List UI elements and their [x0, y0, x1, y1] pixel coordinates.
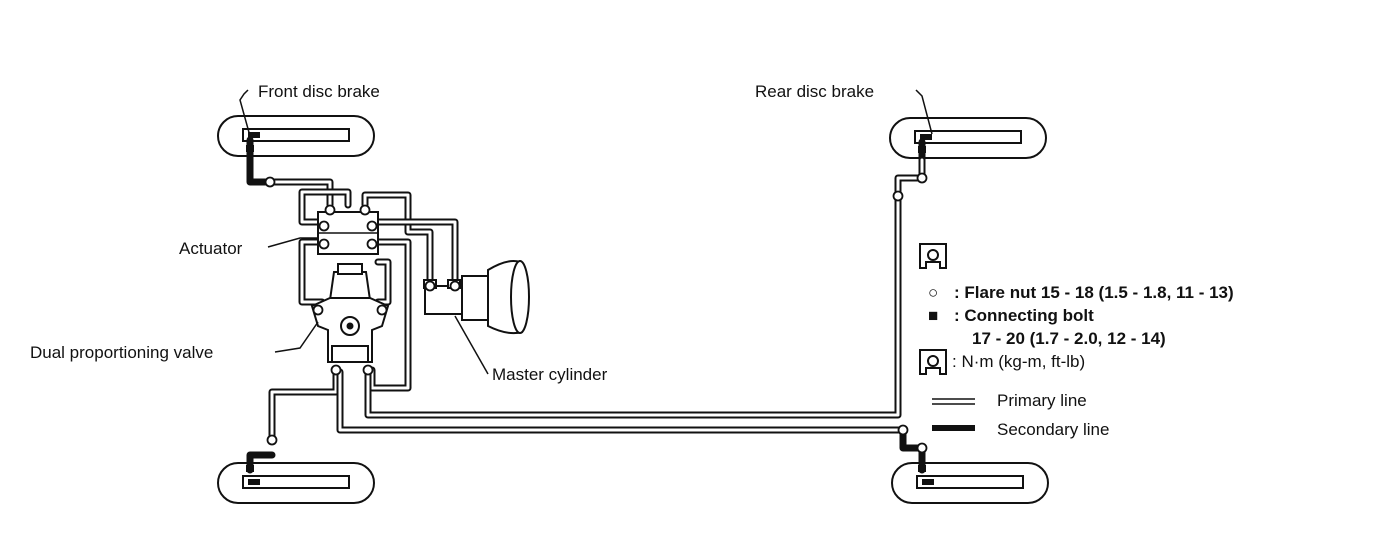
legend-connecting-bolt: : Connecting bolt [954, 306, 1094, 325]
master-cylinder-unit [423, 260, 530, 335]
legend-connecting-bolt-symbol: ■ [928, 306, 938, 325]
legend-units: : N·m (kg-m, ft-lb) [952, 352, 1085, 371]
legend-flare-nut: : Flare nut 15 - 18 (1.5 - 1.8, 11 - 13) [954, 283, 1234, 302]
label-actuator: Actuator [179, 239, 243, 258]
flare-nut [318, 220, 330, 232]
flare-nuts [264, 172, 928, 454]
flare-nut [897, 424, 909, 436]
torque-wrench-icon [919, 349, 947, 375]
flare-nut [362, 364, 374, 376]
label-master-cylinder: Master cylinder [492, 365, 608, 384]
legend-secondary-line: Secondary line [997, 420, 1109, 439]
label-rear-disc-brake: Rear disc brake [755, 82, 874, 101]
legend-connecting-bolt-torque: 17 - 20 (1.7 - 2.0, 12 - 14) [972, 329, 1166, 348]
front-left-wheel [217, 115, 375, 157]
flare-nut [424, 280, 436, 292]
label-dual-proportioning-valve: Dual proportioning valve [30, 343, 213, 362]
connecting-bolt [918, 465, 926, 472]
flare-nut [264, 176, 276, 188]
torque-wrench-icon [919, 243, 947, 269]
rear-right-wheel [891, 462, 1049, 504]
connecting-bolt [246, 465, 254, 472]
connecting-bolts [246, 145, 926, 472]
flare-nut [330, 364, 342, 376]
legend-flare-nut-symbol: ○ [928, 283, 938, 302]
flare-nut [916, 172, 928, 184]
flare-nut [366, 238, 378, 250]
front-right-wheel [889, 117, 1047, 159]
primary-line-swatch [932, 398, 975, 405]
legend-primary-line: Primary line [997, 391, 1087, 410]
connecting-bolt [918, 146, 926, 153]
label-front-disc-brake: Front disc brake [258, 82, 380, 101]
dual-proportioning-valve-unit [310, 263, 390, 363]
flare-nut [366, 220, 378, 232]
flare-nut [318, 238, 330, 250]
flare-nut [449, 280, 461, 292]
flare-nut [312, 304, 324, 316]
flare-nut [324, 204, 336, 216]
legend: ○ : Flare nut 15 - 18 (1.5 - 1.8, 11 - 1… [919, 243, 1234, 439]
flare-nut [266, 434, 278, 446]
flare-nut [916, 442, 928, 454]
flare-nut [892, 190, 904, 202]
connecting-bolt [246, 145, 254, 152]
flare-nut [359, 204, 371, 216]
leader-lines [239, 89, 933, 375]
flare-nut [376, 304, 388, 316]
rear-left-wheel [217, 462, 375, 504]
